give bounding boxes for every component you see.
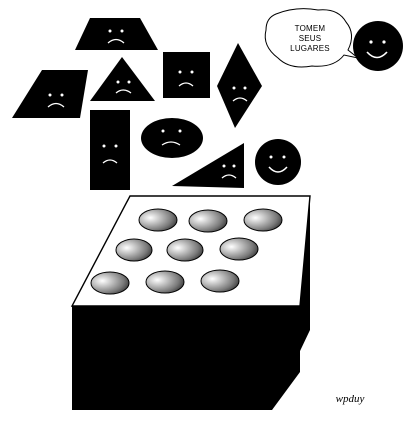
sad-rhombus-shape [217,43,262,128]
speech-bubble-text: TOMEM SEUS LUGARES [270,24,350,54]
box-hole [166,238,204,262]
sad-right-triangle-shape [172,143,244,188]
box-hole [138,208,178,232]
box-hole [243,208,283,232]
sad-parallelogram-shape [12,70,88,118]
sad-square-shape [163,52,210,98]
happy-circle-shape [255,139,301,185]
speech-bubble [264,8,359,68]
speaking-happy-circle [353,21,403,71]
sad-triangle-shape [90,57,155,101]
sad-rectangle-shape [90,110,130,190]
speech-line-3: LUGARES [290,44,330,53]
box-holes [90,208,283,295]
artist-signature: wpduy [336,393,365,405]
box-hole [200,269,240,293]
sad-trapezoid-shape [75,18,158,50]
box-hole [188,209,228,233]
sad-oval-shape [141,118,203,158]
speech-line-2: SEUS [298,34,322,43]
box-hole [90,271,130,295]
box-hole [219,237,259,261]
box-hole [145,270,185,294]
speech-line-1: TOMEM [294,24,326,33]
box-hole [115,238,153,262]
